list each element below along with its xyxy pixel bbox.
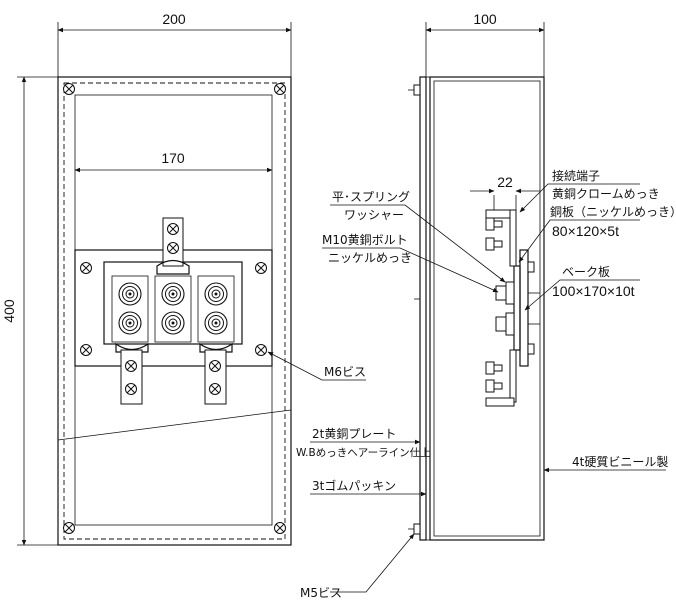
bottom-right-terminal bbox=[199, 342, 233, 405]
label-m5-screw: M5ビス bbox=[300, 586, 342, 600]
dim-terminal-pitch: 22 bbox=[497, 174, 513, 190]
label-bolt-2: ニッケルめっき bbox=[328, 251, 412, 265]
label-m6-screw: M6ビス bbox=[324, 365, 366, 379]
label-bolt: M10黄銅ボルト bbox=[322, 233, 408, 247]
corner-screw-icon bbox=[63, 83, 75, 95]
front-view: 200 170 400 bbox=[1, 11, 292, 546]
label-gasket: 3tゴムパッキン bbox=[312, 478, 396, 493]
label-bakelite: ベーク板 bbox=[562, 265, 610, 279]
side-body bbox=[429, 76, 545, 541]
side-lower-terminal bbox=[485, 349, 517, 407]
socket-icon bbox=[204, 311, 228, 335]
dim-inner-width: 170 bbox=[161, 150, 185, 166]
terminal-bolt-icon bbox=[167, 223, 179, 235]
label-copper-plate: 銅板（ニッケルめっき） bbox=[550, 205, 676, 219]
leader-lines bbox=[267, 183, 666, 593]
socket-icon bbox=[161, 311, 185, 335]
m6-screw-icon bbox=[80, 344, 92, 356]
label-terminal-2: 黄銅クロームめっき bbox=[552, 187, 660, 201]
label-washer: 平･スプリング bbox=[332, 190, 410, 204]
side-front-plate bbox=[419, 76, 427, 541]
label-copper-plate-size: 80×120×5t bbox=[552, 223, 619, 239]
socket-icon bbox=[118, 311, 142, 335]
m5-screw-top-icon bbox=[408, 84, 421, 96]
bottom-left-terminal bbox=[115, 342, 149, 405]
label-washer-2: ワッシャー bbox=[344, 208, 404, 222]
terminal-bolt-icon bbox=[209, 383, 221, 395]
m10-bolt-lower-icon bbox=[495, 312, 540, 336]
dim-front-width: 200 bbox=[162, 11, 186, 27]
m6-screw-icon bbox=[255, 344, 267, 356]
dim-side-width: 100 bbox=[473, 11, 497, 27]
corner-screw-icon bbox=[274, 522, 286, 534]
terminal-bolt-icon bbox=[209, 360, 221, 372]
label-brass-plate-finish: W.Bめっきヘアーライン仕上 bbox=[296, 446, 431, 459]
dim-height: 400 bbox=[1, 299, 17, 323]
top-terminal bbox=[156, 217, 190, 275]
terminal-bolt-icon bbox=[167, 242, 179, 254]
annotations: 平･スプリング ワッシャー M10黄銅ボルト ニッケルめっき 接続端子 黄銅クロ… bbox=[296, 168, 676, 600]
m10-bolt-upper-icon bbox=[495, 281, 540, 305]
label-bakelite-size: 100×170×10t bbox=[552, 283, 635, 299]
side-upper-terminal bbox=[485, 209, 517, 267]
front-outer-frame bbox=[57, 76, 292, 546]
m5-screw-bottom-icon bbox=[408, 523, 421, 535]
m6-screw-icon bbox=[255, 262, 267, 274]
socket-icon bbox=[161, 282, 185, 306]
corner-screw-icon bbox=[274, 83, 286, 95]
corner-screw-icon bbox=[63, 522, 75, 534]
label-vinyl: 4t硬質ビニール製 bbox=[572, 454, 668, 469]
front-dashed-gasket bbox=[63, 82, 286, 540]
side-view: 100 22 bbox=[408, 11, 545, 541]
copper-plate-side bbox=[513, 265, 521, 351]
label-terminal: 接続端子 bbox=[552, 168, 600, 183]
front-diagonal-cut bbox=[57, 409, 292, 441]
terminal-bolt-icon bbox=[125, 383, 137, 395]
label-brass-plate: 2t黄銅プレート bbox=[312, 427, 396, 441]
terminal-bolt-icon bbox=[125, 360, 137, 372]
m6-screw-icon bbox=[80, 262, 92, 274]
socket-icon bbox=[204, 282, 228, 306]
socket-icon bbox=[118, 282, 142, 306]
side-gasket bbox=[425, 76, 431, 541]
